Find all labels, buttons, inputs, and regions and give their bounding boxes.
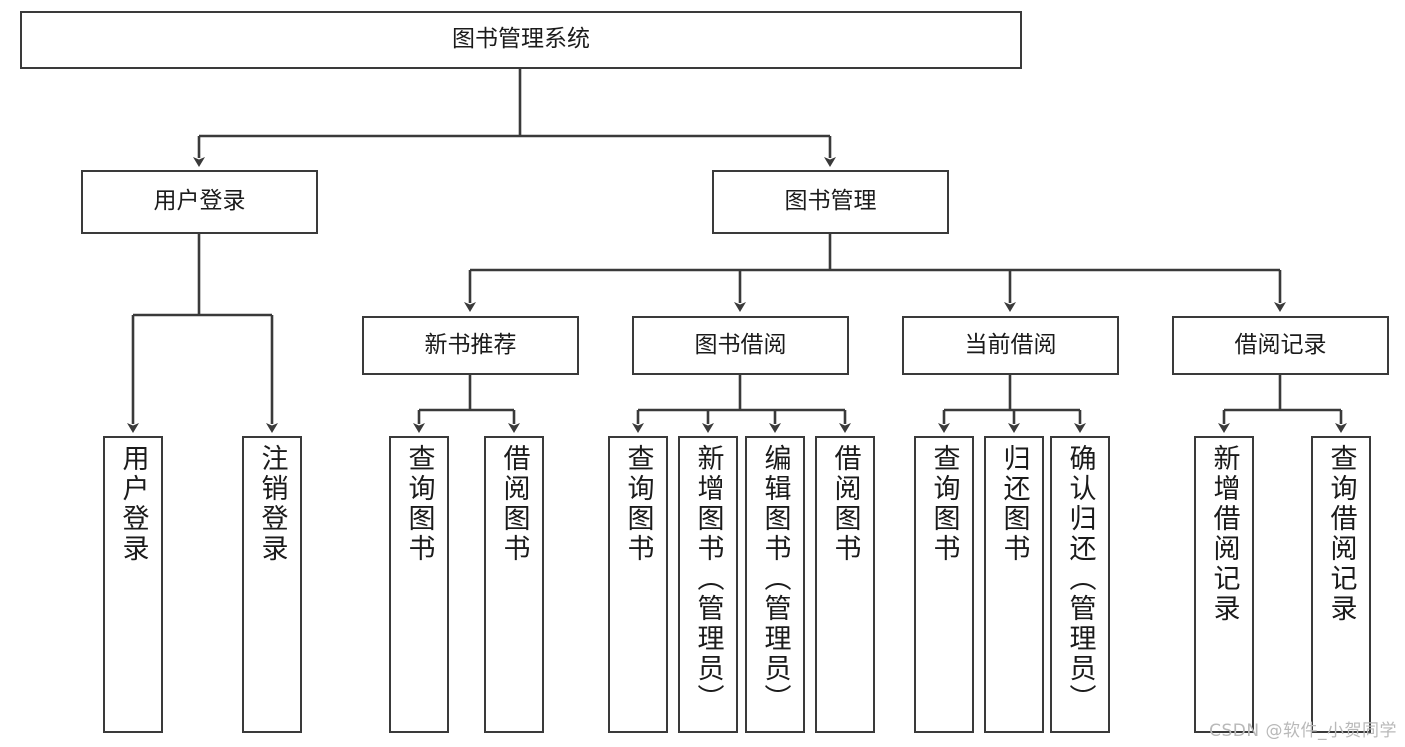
node-book-management-label: 图书管理: [784, 188, 877, 215]
csdn-watermark: CSDN @软件_小贺同学: [1209, 721, 1397, 741]
node-leaf-borrow-book-2-label: 借阅图书: [829, 444, 861, 564]
node-root[interactable]: 图书管理系统: [20, 11, 1022, 69]
node-leaf-add-record[interactable]: 新增借阅记录: [1194, 436, 1254, 733]
node-book-borrow-label: 图书借阅: [694, 331, 787, 358]
node-leaf-logout-login-label: 注销登录: [256, 444, 288, 564]
node-leaf-borrow-book-1[interactable]: 借阅图书: [484, 436, 544, 733]
node-book-management[interactable]: 图书管理: [712, 170, 949, 234]
node-new-book-recommend[interactable]: 新书推荐: [362, 316, 579, 375]
node-borrow-record[interactable]: 借阅记录: [1172, 316, 1389, 375]
node-leaf-query-record-label: 查询借阅记录: [1325, 444, 1357, 624]
node-user-login[interactable]: 用户登录: [81, 170, 318, 234]
node-leaf-confirm-return[interactable]: 确认归还（管理员）: [1050, 436, 1110, 733]
node-leaf-user-login-label: 用户登录: [117, 444, 149, 564]
node-current-borrow-label: 当前借阅: [964, 331, 1057, 358]
node-leaf-edit-book[interactable]: 编辑图书（管理员）: [745, 436, 805, 733]
node-leaf-logout-login[interactable]: 注销登录: [242, 436, 302, 733]
node-leaf-query-record[interactable]: 查询借阅记录: [1311, 436, 1371, 733]
node-leaf-edit-book-label: 编辑图书（管理员）: [759, 444, 791, 714]
node-leaf-return-book-label: 归还图书: [998, 444, 1030, 564]
node-root-label: 图书管理系统: [452, 26, 590, 53]
node-leaf-query-book-1[interactable]: 查询图书: [389, 436, 449, 733]
node-borrow-record-label: 借阅记录: [1234, 331, 1327, 358]
node-leaf-add-book[interactable]: 新增图书（管理员）: [678, 436, 738, 733]
node-leaf-query-book-3-label: 查询图书: [928, 444, 960, 564]
node-leaf-borrow-book-1-label: 借阅图书: [498, 444, 530, 564]
node-leaf-user-login[interactable]: 用户登录: [103, 436, 163, 733]
node-current-borrow[interactable]: 当前借阅: [902, 316, 1119, 375]
node-leaf-borrow-book-2[interactable]: 借阅图书: [815, 436, 875, 733]
node-book-borrow[interactable]: 图书借阅: [632, 316, 849, 375]
node-user-login-label: 用户登录: [153, 188, 246, 215]
node-leaf-confirm-return-label: 确认归还（管理员）: [1064, 444, 1096, 714]
node-leaf-return-book[interactable]: 归还图书: [984, 436, 1044, 733]
node-leaf-add-book-label: 新增图书（管理员）: [692, 444, 724, 714]
node-leaf-query-book-3[interactable]: 查询图书: [914, 436, 974, 733]
node-leaf-query-book-1-label: 查询图书: [403, 444, 435, 564]
node-new-book-recommend-label: 新书推荐: [424, 331, 517, 358]
node-leaf-query-book-2-label: 查询图书: [622, 444, 654, 564]
node-leaf-add-record-label: 新增借阅记录: [1208, 444, 1240, 624]
node-leaf-query-book-2[interactable]: 查询图书: [608, 436, 668, 733]
